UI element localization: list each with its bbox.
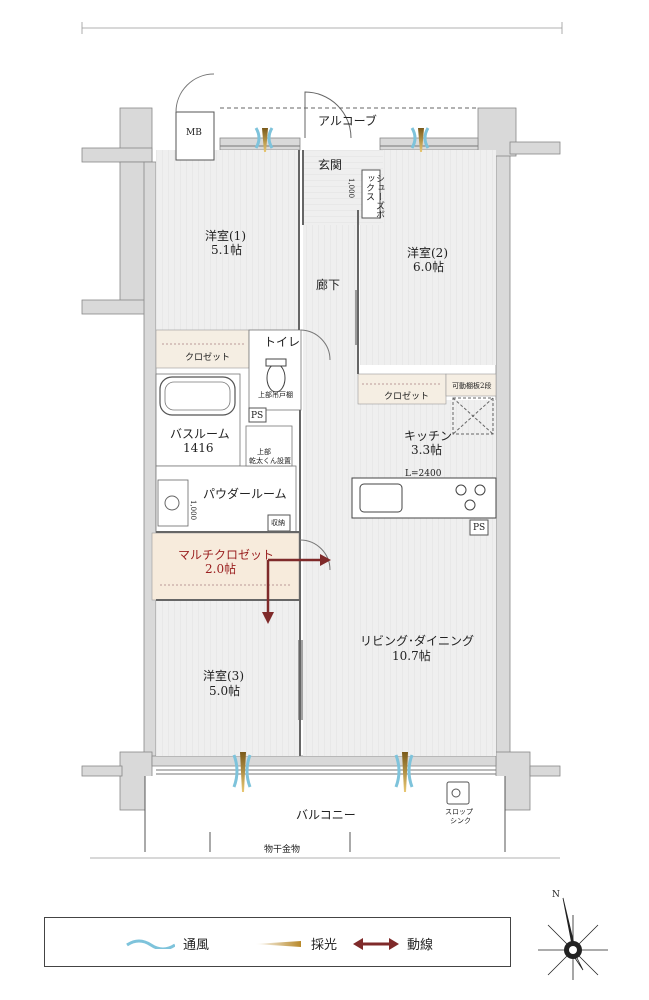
partitions bbox=[156, 150, 359, 756]
windows bbox=[156, 145, 496, 775]
slop-sink-drain bbox=[451, 788, 461, 798]
label-mb: MB bbox=[186, 128, 202, 138]
label-western1-size: 5.1帖 bbox=[211, 243, 243, 257]
toilet-tank bbox=[265, 358, 287, 367]
label-storage: 収納 bbox=[271, 519, 285, 527]
label-closet2: クロゼット bbox=[384, 392, 430, 402]
label-kitchen-length: L=2400 bbox=[405, 469, 442, 479]
label-powder-mark: 1,000 bbox=[189, 500, 197, 521]
ventilation-icon bbox=[126, 939, 175, 949]
label-dryer-top: 上部 bbox=[257, 448, 271, 456]
label-bath-size: 1416 bbox=[183, 441, 214, 455]
label-toilet-shelf: 上部吊戸棚 bbox=[258, 391, 293, 399]
washing-unit bbox=[245, 425, 293, 467]
daylight-marks bbox=[240, 128, 424, 792]
label-ps2: PS bbox=[473, 523, 486, 533]
mb-box bbox=[175, 111, 215, 161]
label-hall: 廊下 bbox=[316, 278, 341, 292]
toilet-bowl bbox=[266, 363, 286, 393]
label-slop-sink-2: シンク bbox=[450, 817, 471, 825]
legend-daylight: 採光 bbox=[253, 934, 337, 953]
label-kitchen-size: 3.3帖 bbox=[411, 443, 443, 457]
label-drying-hardware: 物干金物 bbox=[264, 845, 301, 855]
bathtub bbox=[159, 376, 236, 416]
label-western2-size: 6.0帖 bbox=[413, 260, 445, 274]
sliding-doors bbox=[298, 210, 357, 720]
shoe-box bbox=[361, 169, 381, 219]
label-western2-name: 洋室(2) bbox=[407, 246, 448, 260]
label-western3-size: 5.0帖 bbox=[209, 684, 241, 698]
ps-box-1 bbox=[248, 407, 267, 423]
label-alcove: アルコーブ bbox=[318, 114, 377, 128]
legend: 通風 採光 動線 bbox=[44, 917, 511, 967]
label-western3-name: 洋室(3) bbox=[203, 669, 244, 683]
stove-burner-2 bbox=[474, 484, 486, 496]
label-shoe-box: シューズボックス bbox=[364, 174, 384, 219]
ps-box-2 bbox=[469, 519, 489, 536]
legend-daylight-label: 採光 bbox=[311, 938, 338, 953]
closet2-area bbox=[357, 373, 447, 405]
circulation-icon bbox=[353, 937, 399, 950]
vanity bbox=[157, 479, 189, 527]
legend-ventilation-label: 通風 bbox=[183, 938, 210, 953]
label-ps1: PS bbox=[251, 411, 264, 421]
compass-north-label: N bbox=[552, 890, 560, 900]
balcony-area bbox=[145, 776, 505, 846]
label-multi-closet-size: 2.0帖 bbox=[205, 562, 237, 576]
legend-ventilation: 通風 bbox=[125, 934, 209, 953]
entrance-door-swing bbox=[304, 91, 352, 139]
kitchen-sink bbox=[359, 483, 403, 513]
shelf-area bbox=[445, 373, 497, 397]
daylight-icon bbox=[255, 940, 301, 947]
label-slop-sink-1: スロップ bbox=[445, 808, 473, 816]
label-balcony: バルコニー bbox=[296, 808, 356, 822]
multi-closet-area bbox=[151, 532, 300, 601]
washbasin bbox=[164, 495, 180, 511]
label-adjustable-shelf: 可動棚板2段 bbox=[452, 382, 492, 390]
dimension-lines bbox=[81, 22, 563, 859]
balcony-hardware bbox=[144, 776, 506, 852]
label-toilet: トイレ bbox=[264, 335, 301, 349]
door-swing-toilet bbox=[300, 329, 331, 361]
slop-sink-box bbox=[446, 781, 470, 805]
label-kitchen-name: キッチン bbox=[404, 429, 453, 443]
label-bath-name: バスルーム bbox=[170, 427, 230, 441]
door-swing-ldk bbox=[299, 539, 331, 571]
label-dryer-bottom: 乾太くん設置 bbox=[249, 457, 291, 465]
ventilation-marks bbox=[232, 127, 430, 788]
label-closet1: クロゼット bbox=[185, 353, 231, 363]
label-multi-closet-name: マルチクロゼット bbox=[178, 548, 275, 562]
legend-circulation-label: 動線 bbox=[407, 938, 434, 953]
mb-door-swing bbox=[175, 73, 215, 113]
label-western1-name: 洋室(1) bbox=[205, 229, 246, 243]
floor-western1 bbox=[156, 150, 299, 330]
floor-western3 bbox=[156, 600, 299, 756]
kitchen-counter bbox=[351, 477, 497, 519]
floor-hall bbox=[303, 225, 358, 405]
label-entrance: 玄関 bbox=[318, 158, 343, 172]
compass-rose-icon bbox=[538, 897, 608, 980]
label-ldk-name: リビング･ダイニング bbox=[360, 634, 475, 648]
stove-burner-1 bbox=[455, 484, 467, 496]
label-powder: パウダールーム bbox=[203, 487, 287, 501]
label-ldk-size: 10.7帖 bbox=[392, 649, 431, 663]
stove-burner-3 bbox=[464, 499, 476, 511]
circulation-arrows bbox=[262, 554, 331, 624]
walls bbox=[81, 107, 561, 811]
legend-circulation: 動線 bbox=[353, 934, 433, 953]
label-shoe-mark: 1,000 bbox=[347, 178, 355, 199]
bathtub-inner bbox=[164, 381, 231, 411]
closet1-area bbox=[155, 329, 250, 369]
range-hood bbox=[452, 397, 494, 435]
compass: N bbox=[528, 890, 618, 980]
